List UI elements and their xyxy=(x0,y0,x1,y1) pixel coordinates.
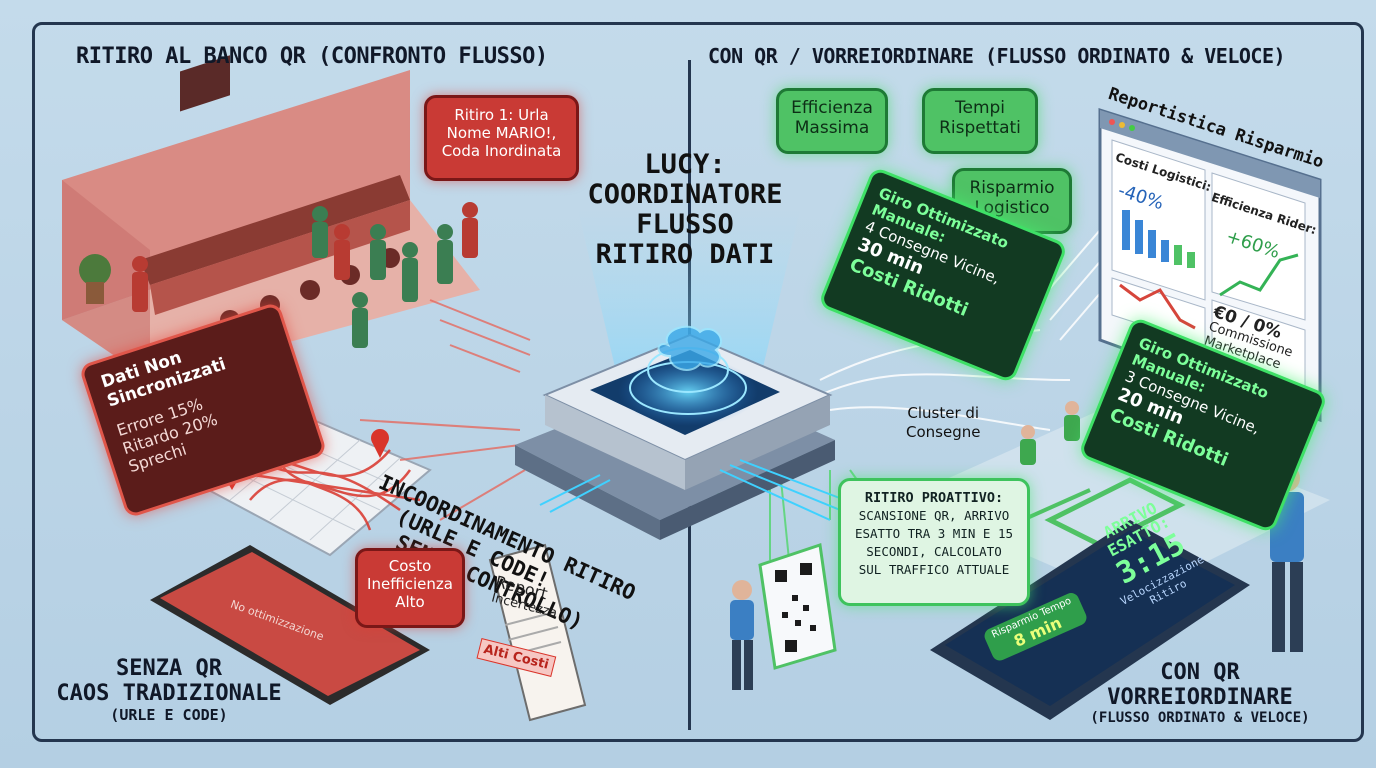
costo-line1: Costo xyxy=(388,557,432,575)
right-footer-line1: CON QR xyxy=(1160,660,1240,685)
left-phone-shape xyxy=(150,545,430,705)
proattivo-line2: ESATTO TRA 3 MIN E 15 xyxy=(854,526,1014,541)
qr-code xyxy=(758,543,837,670)
proattivo-title: RITIRO PROATTIVO: xyxy=(864,490,1004,506)
costo-line3: Alto xyxy=(395,593,425,611)
lucy-title-line2: COORDINATORE xyxy=(587,179,783,210)
bubble-efficienza: Efficienza Massima xyxy=(776,88,888,154)
cluster-line1: Cluster di xyxy=(907,404,980,422)
cluster-line2: Consegne xyxy=(906,423,981,441)
bubble-tempi: Tempi Rispettati xyxy=(922,88,1038,154)
right-footer: CON QR VORREIORDINARE (FLUSSO ORDINATO &… xyxy=(1060,660,1340,726)
costo-line2: Inefficienza xyxy=(367,575,453,593)
bubble-risparmio-line2: Logistico xyxy=(974,198,1050,219)
right-header: CON QR / VORREIORDINARE (FLUSSO ORDINATO… xyxy=(708,44,1286,68)
lucy-title-line3: FLUSSO xyxy=(636,209,734,240)
lucy-title-line1: LUCY: xyxy=(644,149,726,180)
proattivo-line3: SECONDI, CALCOLATO xyxy=(866,544,1002,559)
outer-frame xyxy=(32,22,1364,742)
left-footer-line2: CAOS TRADIZIONALE xyxy=(56,681,282,706)
ritiro-callout-line3: Coda Inordinata xyxy=(441,142,562,160)
right-footer-line3: (FLUSSO ORDINATO & VELOCE) xyxy=(1090,710,1310,726)
cluster-label: Cluster di Consegne xyxy=(906,404,980,442)
bubble-risparmio-line1: Risparmio xyxy=(969,178,1055,198)
left-footer-line1: SENZA QR xyxy=(116,656,222,681)
left-footer: SENZA QR CAOS TRADIZIONALE (URLE E CODE) xyxy=(44,656,294,724)
restaurant-scene xyxy=(62,55,480,380)
lucy-title: LUCY: COORDINATORE FLUSSO RITIRO DATI xyxy=(560,150,810,270)
ritiro-proattivo-callout: RITIRO PROATTIVO: SCANSIONE QR, ARRIVO E… xyxy=(838,478,1030,606)
proattivo-line4: SUL TRAFFICO ATTUALE xyxy=(858,562,1010,577)
bubble-efficienza-line1: Efficienza xyxy=(791,98,873,118)
lucy-title-line4: RITIRO DATI xyxy=(595,239,775,270)
left-header: RITIRO AL BANCO QR (CONFRONTO FLUSSO) xyxy=(76,44,548,69)
bubble-efficienza-line2: Massima xyxy=(794,118,870,139)
lucy-ai-chip xyxy=(515,210,859,540)
costo-callout: Costo Inefficienza Alto xyxy=(355,548,465,628)
proattivo-line1: SCANSIONE QR, ARRIVO xyxy=(858,508,1010,523)
ritiro-callout: Ritiro 1: Urla Nome MARIO!, Coda Inordin… xyxy=(424,95,579,181)
bubble-tempi-line2: Rispettati xyxy=(939,118,1021,139)
bubble-tempi-line1: Tempi xyxy=(954,98,1006,118)
left-footer-line3: (URLE E CODE) xyxy=(110,706,228,724)
ritiro-callout-line1: Ritiro 1: Urla xyxy=(454,106,549,124)
ritiro-callout-line2: Nome MARIO!, xyxy=(446,124,557,142)
right-phone-shape xyxy=(930,520,1250,720)
right-footer-line2: VORREIORDINARE xyxy=(1107,685,1293,710)
